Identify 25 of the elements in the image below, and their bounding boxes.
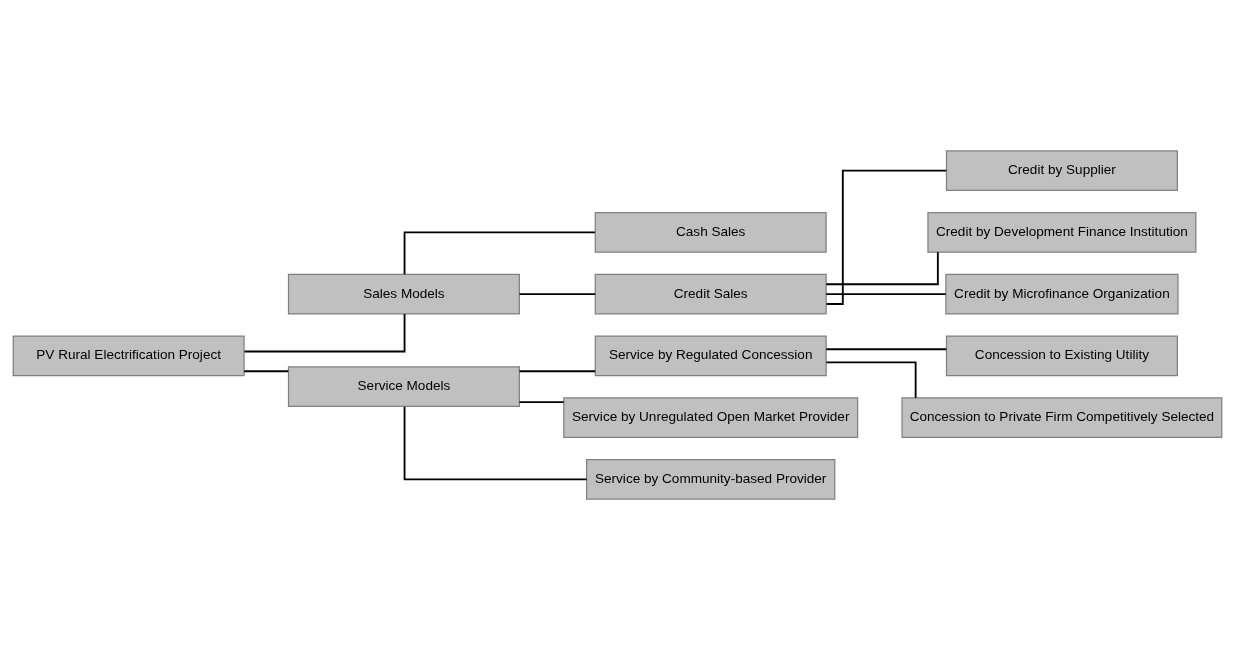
node-box: Sales Models: [287, 273, 520, 315]
node-box: Service Models: [287, 366, 520, 408]
node-box: Concession to Private Firm Competitively Selected: [901, 397, 1223, 438]
connector: [518, 401, 565, 404]
node-box: Credit by Supplier: [945, 150, 1178, 192]
node-box: PV Rural Electrification Project: [12, 335, 245, 377]
node-box: Service by Regulated Concession: [594, 335, 827, 377]
connector: [403, 405, 588, 481]
connector: [403, 231, 596, 276]
node-box: Service by Community-based Provider: [586, 458, 836, 500]
node-box: Credit Sales: [594, 273, 827, 315]
node-box: Service by Unregulated Open Market Provider: [563, 397, 859, 438]
connector: [825, 293, 947, 296]
node-box: Credit by Development Finance Institution: [927, 212, 1197, 253]
connector: [825, 251, 939, 286]
node-box: Cash Sales: [594, 212, 827, 253]
connector: [825, 348, 948, 351]
connector: [243, 370, 290, 373]
connector: [825, 169, 948, 305]
connector: [825, 361, 917, 399]
connector: [243, 312, 406, 353]
connector: [518, 293, 597, 296]
connector: [518, 370, 597, 373]
node-box: Concession to Existing Utility: [945, 335, 1178, 377]
node-box: Credit by Microfinance Organization: [945, 273, 1179, 315]
